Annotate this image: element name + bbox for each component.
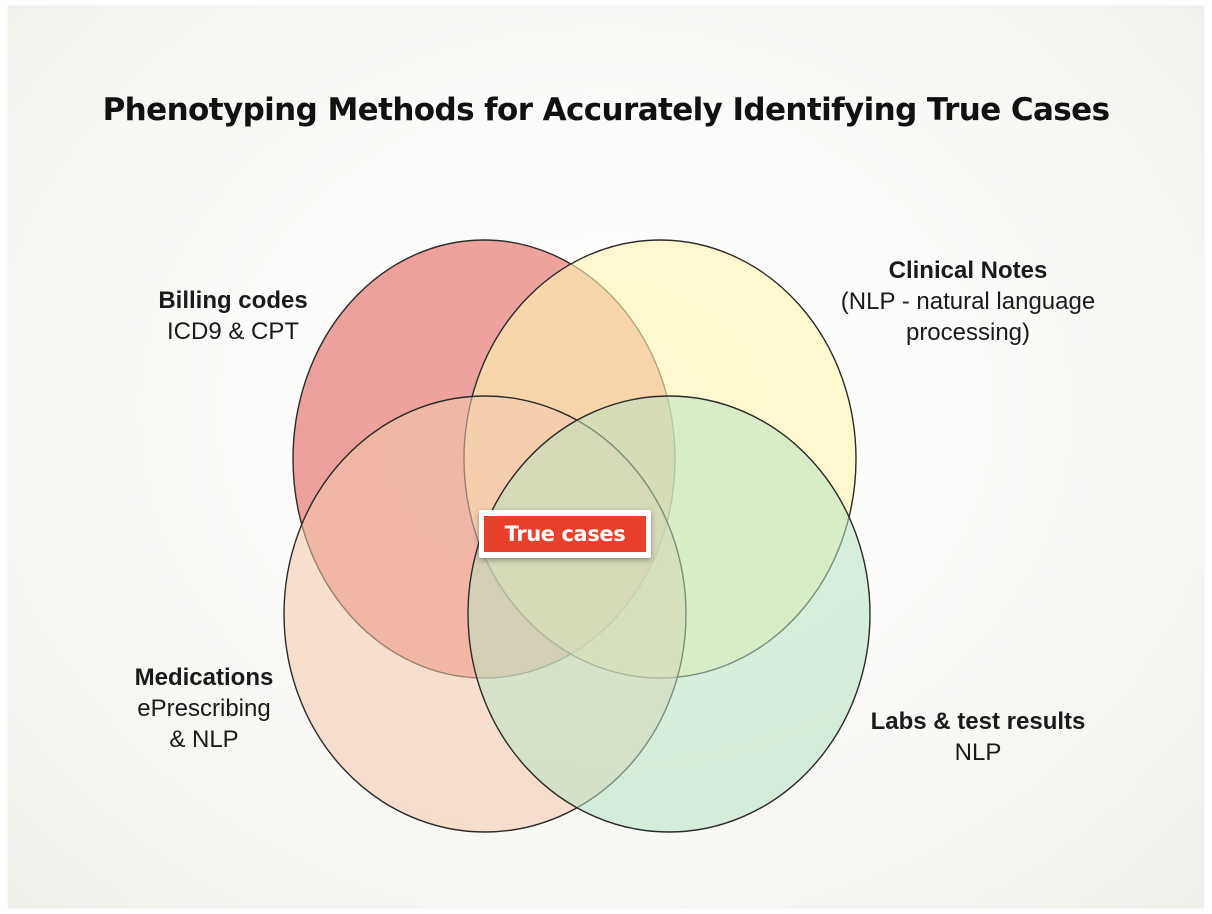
slide-title: Phenotyping Methods for Accurately Ident…: [102, 92, 1110, 128]
set-detail-medications-1: ePrescribing: [137, 695, 271, 722]
set-name-labs: Labs & test results: [870, 708, 1086, 735]
slide: Phenotyping Methods for Accurately Ident…: [8, 6, 1204, 908]
set-detail-medications-2: & NLP: [169, 726, 239, 753]
set-label-billing: Billing codes ICD9 & CPT: [128, 285, 338, 347]
set-detail-notes-1: (NLP - natural language: [840, 288, 1096, 315]
set-name-notes: Clinical Notes: [888, 257, 1048, 284]
set-detail-labs: NLP: [954, 739, 1002, 766]
set-label-medications: Medications ePrescribing & NLP: [104, 662, 304, 755]
venn-circle-labs: [467, 395, 871, 833]
set-name-billing: Billing codes: [158, 287, 308, 314]
set-label-notes: Clinical Notes (NLP - natural language p…: [808, 255, 1128, 348]
set-label-labs: Labs & test results NLP: [838, 706, 1118, 768]
venn-diagram: [283, 239, 871, 833]
true-cases-label: True cases: [484, 516, 646, 552]
true-cases-badge: True cases: [479, 510, 651, 558]
set-detail-notes-2: processing): [905, 319, 1031, 346]
set-detail-billing: ICD9 & CPT: [166, 318, 300, 345]
set-name-medications: Medications: [134, 664, 274, 691]
